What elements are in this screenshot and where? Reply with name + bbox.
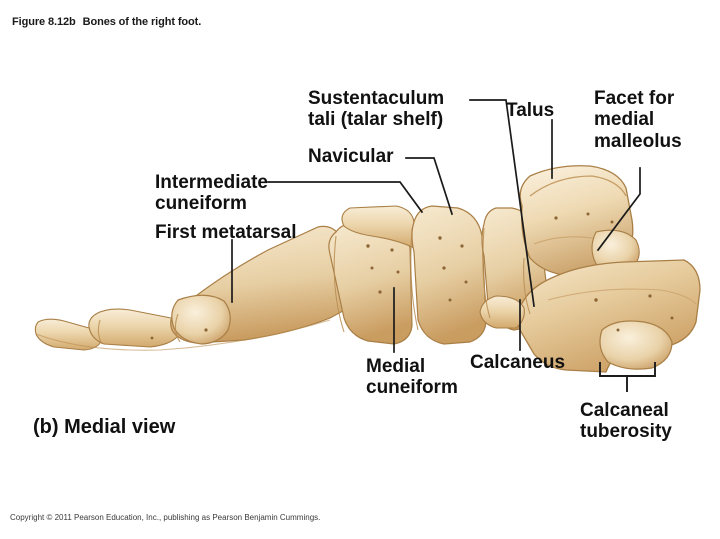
label-facet-line3: malleolus bbox=[594, 130, 682, 152]
label-calcaneal-tuberosity-line2: tuberosity bbox=[580, 421, 672, 443]
calcaneus-surface-shading bbox=[547, 288, 697, 305]
bracket-calcaneal-tuberosity bbox=[599, 362, 656, 392]
bone-navicular bbox=[411, 205, 487, 345]
bone-shapes bbox=[34, 165, 701, 373]
label-facet-line2: medial bbox=[594, 109, 655, 131]
label-sustentaculum-tali: Sustentaculum tali (talar shelf) bbox=[308, 88, 444, 131]
label-sustentaculum-line2: tali (talar shelf) bbox=[308, 109, 444, 131]
figure-title: Bones of the right foot. bbox=[82, 16, 202, 28]
leader-navicular bbox=[405, 157, 454, 216]
talus-trochlea-ridge bbox=[529, 175, 627, 197]
bone-first-metatarsal-head bbox=[171, 294, 231, 345]
label-medial-cuneiform-line1: Medial bbox=[366, 356, 426, 377]
figure-caption: Figure 8.12b Bones of the right foot. bbox=[12, 16, 201, 28]
label-first-metatarsal: First metatarsal bbox=[155, 222, 297, 243]
bone-proximal-phalanx bbox=[88, 308, 181, 348]
label-facet-medial-malleolus: Facet for medial malleolus bbox=[594, 88, 682, 152]
label-calcaneus: Calcaneus bbox=[470, 352, 566, 373]
copyright-notice: Copyright © 2011 Pearson Education, Inc.… bbox=[10, 513, 321, 522]
joint-seams bbox=[97, 227, 531, 345]
label-sustentaculum-line1: Sustentaculum bbox=[308, 88, 445, 109]
label-talus: Talus bbox=[506, 100, 555, 121]
leader-sustentaculum bbox=[469, 99, 535, 307]
label-medial-cuneiform-line2: cuneiform bbox=[366, 377, 458, 399]
label-intermediate-line2: cuneiform bbox=[155, 193, 247, 215]
label-medial-cuneiform: Medial cuneiform bbox=[366, 356, 458, 399]
bone-pores bbox=[150, 212, 674, 340]
bone-sustentaculum-tali bbox=[479, 295, 525, 329]
label-intermediate-line1: Intermediate bbox=[155, 172, 268, 193]
label-navicular: Navicular bbox=[308, 146, 394, 167]
leader-intermediate-cuneiform bbox=[267, 181, 424, 214]
label-facet-line1: Facet for bbox=[594, 88, 675, 109]
label-calcaneal-tuberosity: Calcaneal tuberosity bbox=[580, 400, 672, 443]
label-calcaneal-tuberosity-line1: Calcaneal bbox=[580, 400, 669, 421]
bone-calcaneal-tuberosity bbox=[599, 320, 673, 370]
leader-facet-medial-malleolus bbox=[596, 167, 641, 252]
figure-number: Figure 8.12b bbox=[12, 16, 76, 28]
view-caption: (b) Medial view bbox=[33, 416, 176, 438]
leader-lines bbox=[231, 99, 656, 392]
label-intermediate-cuneiform: Intermediate cuneiform bbox=[155, 172, 268, 215]
foot-inferior-contour bbox=[35, 319, 331, 351]
